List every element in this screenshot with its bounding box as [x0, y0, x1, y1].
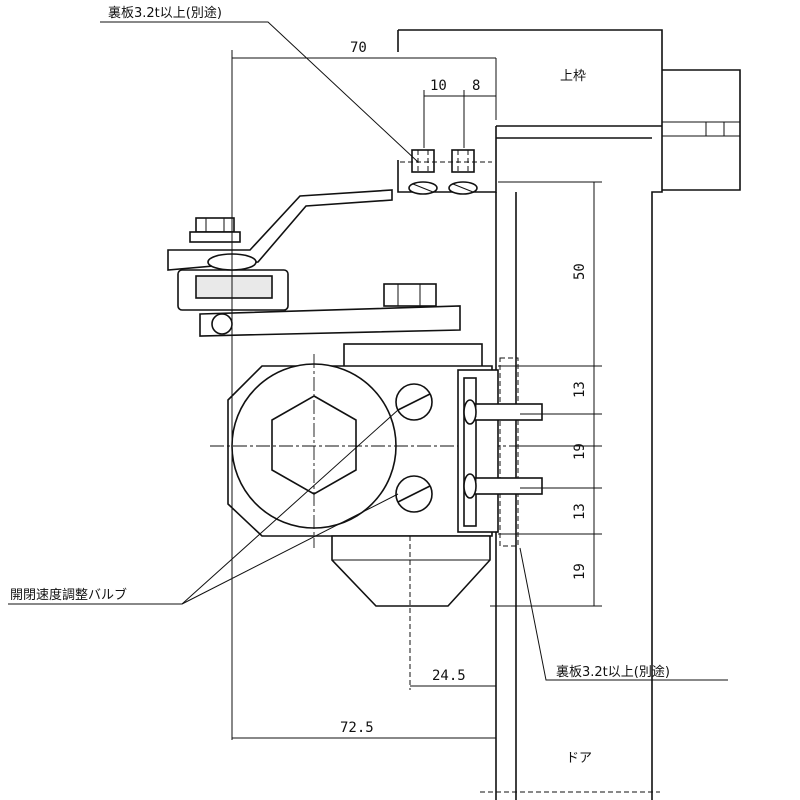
- dimension-lines: [231, 50, 602, 740]
- frame-label: 上枠: [560, 69, 586, 84]
- dim-50: 50: [572, 263, 588, 280]
- closer-body: [210, 343, 540, 690]
- dim-19-lower: 19: [572, 563, 588, 580]
- dim-10: 10: [430, 78, 447, 94]
- back-plate-label-right: 裏板3.2t以上(別途): [556, 664, 670, 680]
- door-label: ドア: [566, 751, 592, 766]
- upper-frame: [397, 29, 741, 800]
- dim-19-upper: 19: [572, 443, 588, 460]
- dim-70: 70: [350, 40, 367, 56]
- leader-lines: [8, 21, 728, 681]
- right-mounting-plate: [457, 357, 543, 547]
- dim-24-5: 24.5: [432, 668, 466, 684]
- dim-72-5: 72.5: [340, 720, 374, 736]
- dim-13-lower: 13: [572, 503, 588, 520]
- valve-label: 開閉速度調整バルブ: [10, 587, 127, 603]
- dim-8: 8: [472, 78, 480, 94]
- closer-arm: [167, 189, 461, 337]
- door-outline: [480, 192, 660, 800]
- dim-13-upper: 13: [572, 381, 588, 398]
- top-screws: [400, 149, 492, 195]
- back-plate-label-top: 裏板3.2t以上(別途): [108, 5, 222, 21]
